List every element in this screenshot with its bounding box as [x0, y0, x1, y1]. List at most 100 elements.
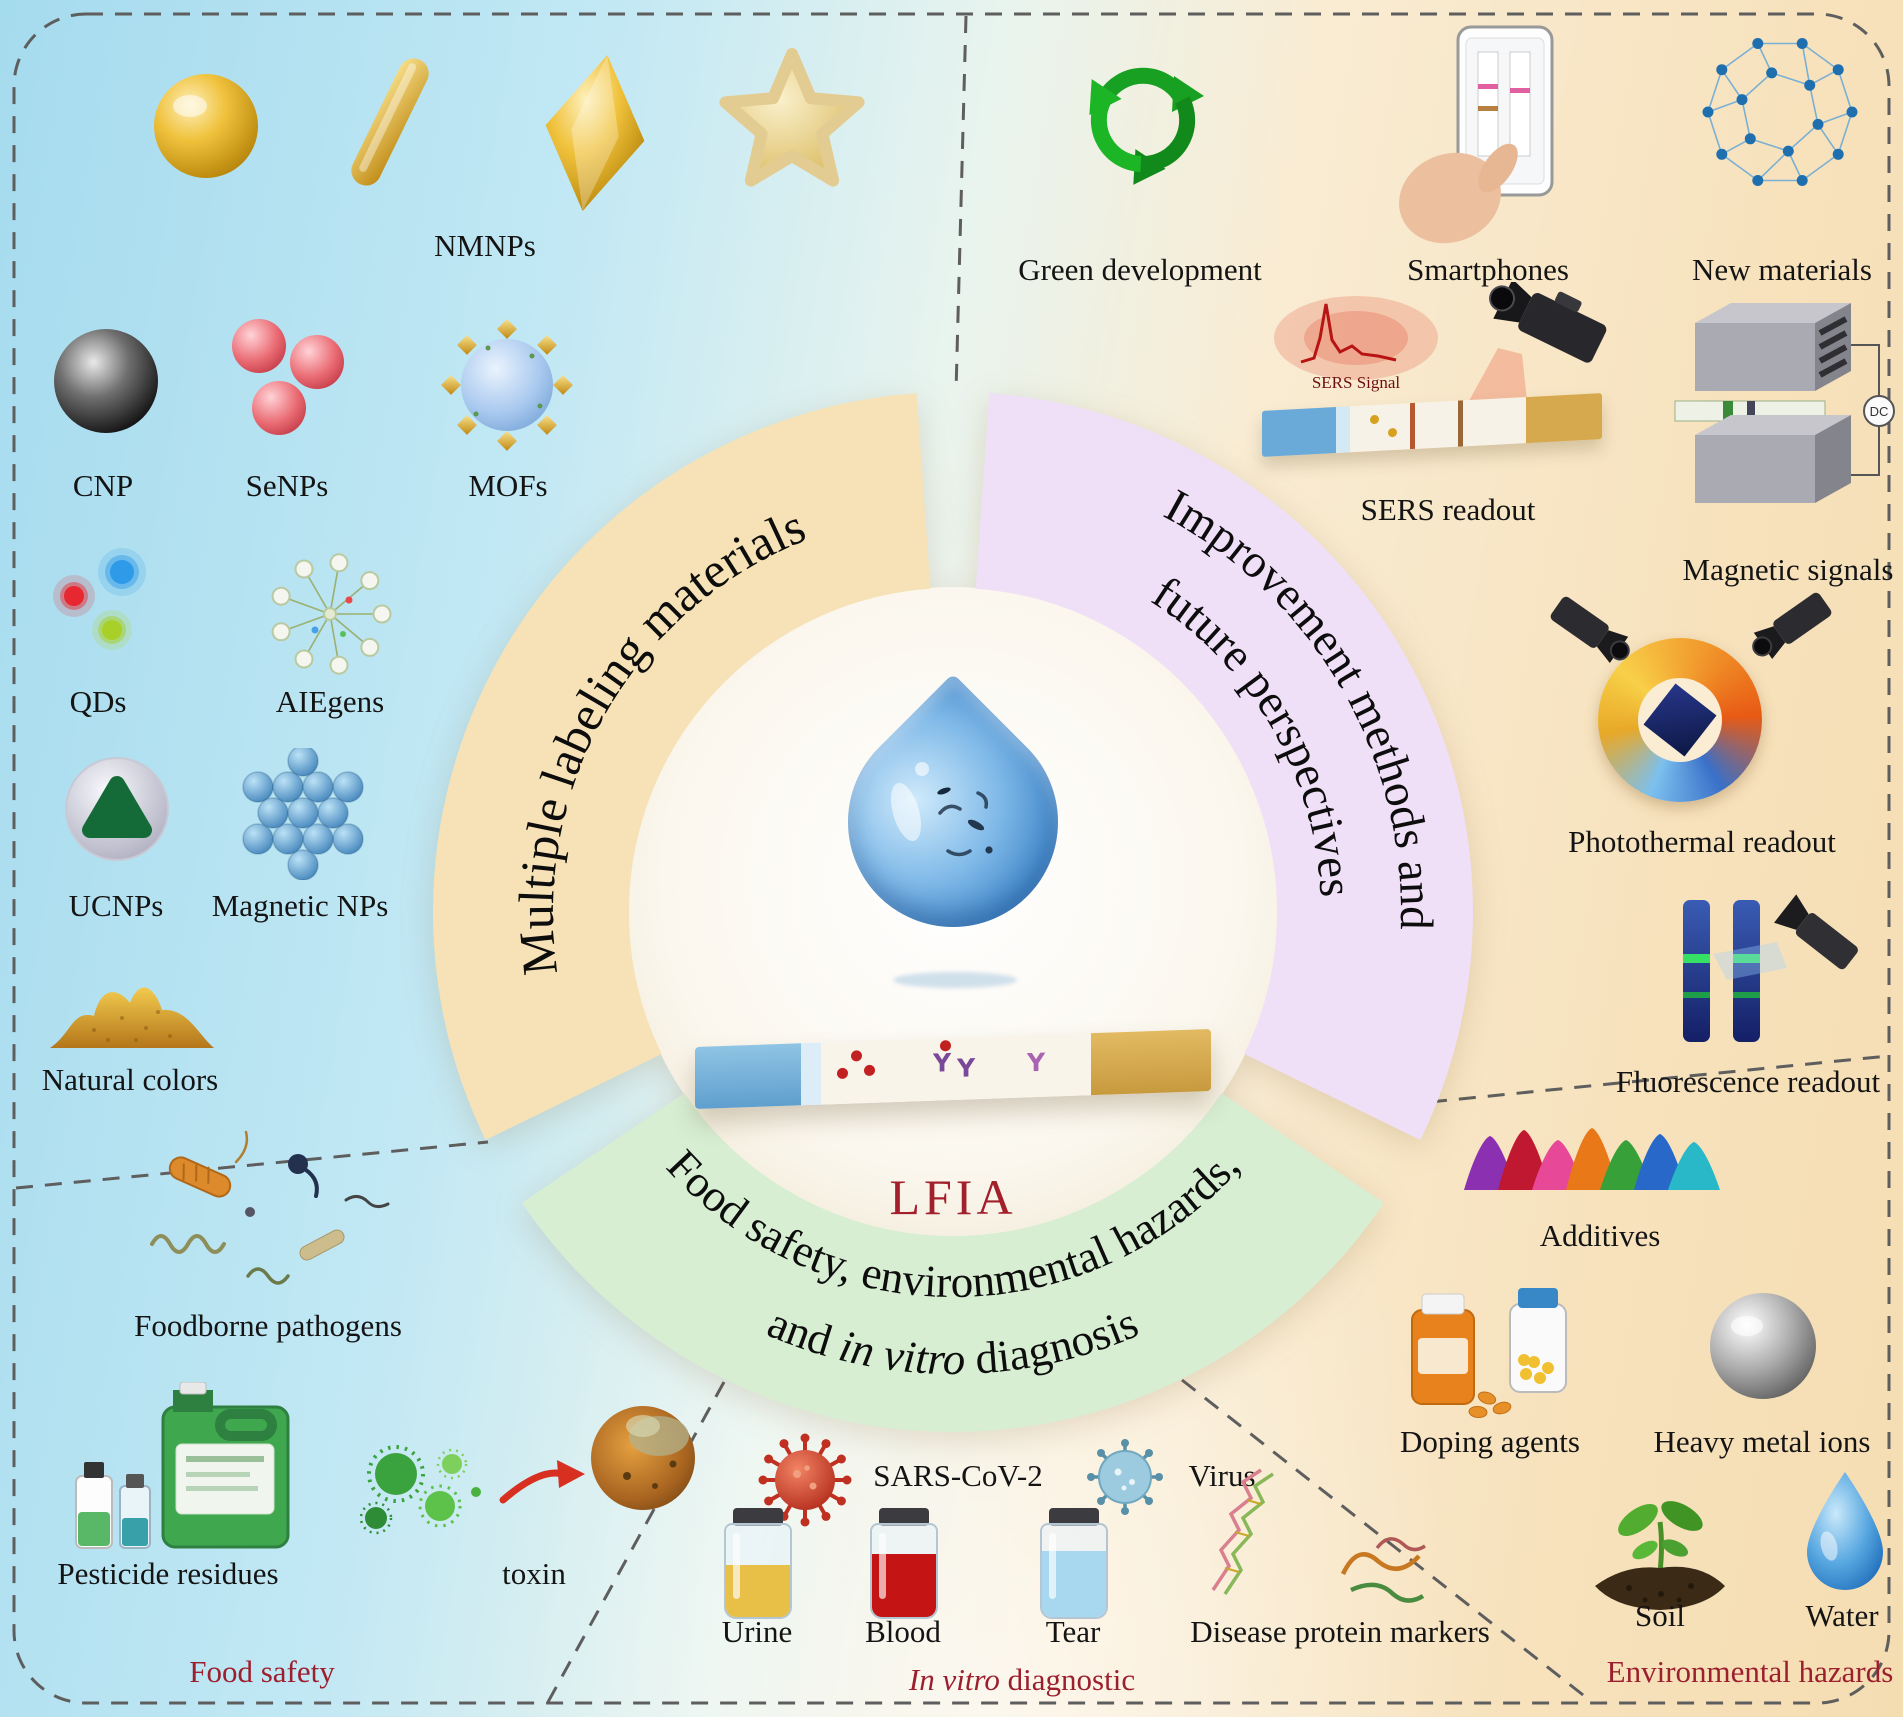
label-doping-agents: Doping agents — [1400, 1424, 1580, 1459]
lfia-ring-diagram: Multiple labeling materials Improvement … — [433, 393, 1473, 1432]
divider-right — [1429, 1054, 1889, 1104]
blood-jar-icon — [870, 1508, 938, 1619]
ucnps-icon — [65, 757, 169, 861]
label-magnetic-signals: Magnetic signals — [1682, 552, 1894, 587]
label-mofs: MOFs — [468, 468, 548, 503]
strip-conjugate-pad — [801, 1042, 821, 1106]
smartphone-hand-icon — [1399, 25, 1554, 244]
label-heavy-metal-ions: Heavy metal ions — [1653, 1424, 1871, 1459]
camera-icon — [1550, 596, 1630, 663]
label-photothermal-readout: Photothermal readout — [1568, 824, 1836, 859]
label-cnp: CNP — [72, 468, 134, 503]
heavy-metal-sphere-icon — [1710, 1293, 1816, 1399]
label-natural-colors: Natural colors — [41, 1062, 219, 1097]
outer-dashed-border — [12, 12, 1891, 1705]
doping-agents-icon — [1411, 1288, 1567, 1419]
label-urine: Urine — [721, 1614, 793, 1649]
jar-cap — [1049, 1508, 1099, 1526]
label-sars-cov-2: SARS-CoV-2 — [873, 1458, 1043, 1493]
mofs-icon — [441, 319, 573, 451]
additives-icon — [1464, 1128, 1720, 1190]
label-foodborne-pathogens: Foodborne pathogens — [134, 1308, 402, 1343]
magnetic-nps-icon — [242, 748, 364, 880]
label-additives: Additives — [1539, 1218, 1661, 1253]
label-disease-protein-markers: Disease protein markers — [1190, 1614, 1490, 1649]
divider-left — [15, 1140, 489, 1190]
label-pesticide-residues: Pesticide residues — [57, 1556, 279, 1591]
jar-cap — [879, 1508, 929, 1526]
water-droplet — [804, 673, 1102, 971]
soil-plant-icon — [1595, 1501, 1725, 1610]
arc-improvement — [974, 393, 1473, 1140]
magnetic-signals-icon: DC — [1674, 303, 1895, 503]
gold-nanosphere-icon — [154, 74, 258, 178]
label-smartphones: Smartphones — [1407, 252, 1569, 287]
photothermal-flame-ring-icon — [1598, 638, 1762, 802]
virus-icon — [1087, 1439, 1163, 1515]
strip-sample-pad — [695, 1043, 801, 1110]
water-drop-icon — [1807, 1472, 1883, 1590]
test-line — [1410, 402, 1415, 450]
strip-absorbent-pad — [1091, 1028, 1211, 1096]
camera-icon — [1752, 592, 1832, 659]
gold-bipyramid-icon — [545, 54, 645, 212]
jar-body — [870, 1523, 938, 1619]
strip-membrane — [1350, 397, 1526, 453]
strip-conjugate-pad — [1336, 406, 1350, 454]
toxin-microbes-icon — [359, 1445, 481, 1535]
gold-nanorod-icon — [351, 58, 429, 186]
strip-membrane — [821, 1033, 1091, 1105]
label-soil: Soil — [1635, 1598, 1685, 1633]
laser-beam — [1464, 348, 1528, 410]
label-ucnps: UCNPs — [68, 888, 164, 923]
label-aiegens: AIEgens — [275, 684, 385, 719]
label-tear: Tear — [1045, 1614, 1101, 1649]
label-new-materials: New materials — [1692, 252, 1872, 287]
urine-jar-icon — [724, 1508, 792, 1619]
divider-top — [954, 15, 968, 393]
droplet-reflection — [893, 972, 1017, 988]
pesticide-residues-icon — [75, 1382, 290, 1549]
label-fluorescence-readout: Fluorescence readout — [1615, 1064, 1881, 1099]
natural-colors-icon — [50, 987, 214, 1048]
arrow-icon — [499, 1460, 585, 1504]
tear-jar-icon — [1040, 1508, 1108, 1619]
jar-shine — [1049, 1533, 1056, 1599]
section-label-food-safety: Food safety — [189, 1654, 335, 1689]
disease-protein-markers-icon — [1211, 1468, 1426, 1603]
label-sers-readout: SERS readout — [1360, 492, 1536, 527]
label-blood: Blood — [865, 1614, 941, 1649]
label-toxin: toxin — [502, 1556, 566, 1591]
aiegens-icon — [271, 553, 392, 675]
label-water: Water — [1805, 1598, 1879, 1633]
arc-applications — [522, 1092, 1384, 1432]
antibody-icon: Y — [1027, 1047, 1046, 1078]
jar-body — [1040, 1523, 1108, 1619]
section-label-environmental-hazards: Environmental hazards — [1606, 1654, 1894, 1689]
strip-sample-pad — [1262, 407, 1336, 457]
antibody-icon: Y — [933, 1048, 952, 1078]
strip-absorbent-pad — [1526, 393, 1602, 444]
label-magnetic-nps: Magnetic NPs — [211, 888, 389, 923]
in-vitro-rest: diagnostic — [999, 1662, 1136, 1697]
sers-signal-label: SERS Signal — [1312, 373, 1401, 392]
new-materials-fullerene-icon — [1702, 38, 1858, 186]
moldy-fruit-icon — [591, 1406, 695, 1510]
jar-body — [724, 1523, 792, 1619]
sars-cov-2-icon — [758, 1433, 852, 1527]
sers-camera-and-signal-icon: SERS Signal — [1274, 282, 1607, 410]
label-senps: SeNPs — [245, 468, 329, 503]
foodborne-pathogens-icon — [150, 1130, 390, 1285]
qds-icon — [53, 548, 146, 650]
label-qds: QDs — [69, 684, 127, 719]
droplet-contents — [848, 717, 1058, 927]
light-beam — [1713, 942, 1787, 980]
lfia-title: LFIA — [889, 1169, 1017, 1225]
cnp-icon — [54, 329, 158, 433]
recycle-icon — [1089, 67, 1204, 185]
label-green-development: Green development — [1018, 252, 1262, 287]
jar-shine — [733, 1533, 740, 1599]
fluorescence-readout-icon — [1683, 894, 1858, 1042]
